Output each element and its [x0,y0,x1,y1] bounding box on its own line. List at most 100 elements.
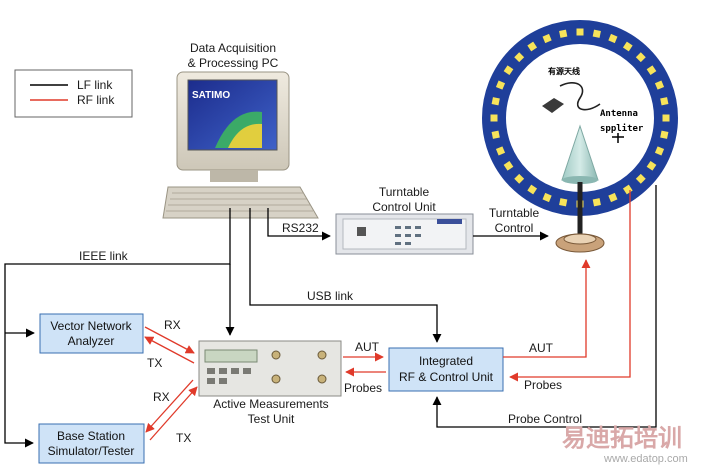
probe-element [491,130,500,139]
rx2-label: RX [153,390,170,404]
screen-graphic-inner [228,123,262,148]
aut-right-label: AUT [529,341,554,355]
turntable-unit-label-line1: Turntable [379,185,430,199]
base-station-label-line2: Simulator/Tester [48,444,135,458]
vna-label-line1: Vector Network [50,319,132,333]
probe-element [654,80,665,90]
test-cone [561,124,599,181]
probe-element [514,52,525,63]
integrated-unit-label-line1: Integrated [419,354,473,368]
rx1-label: RX [164,318,181,332]
vna-label-line2: Analyzer [68,334,115,348]
probes-right-label: Probes [524,378,562,392]
keyboard-keys [166,192,313,212]
probe-squares [490,28,670,208]
probe-element [660,97,669,106]
pc-label-line1: Data Acquisition [190,41,276,55]
probe-element [635,173,646,184]
probes-right-link [509,190,631,382]
integrated-unit-label-line2: RF & Control Unit [399,370,494,384]
active-meas-label-line1: Active Measurements [213,397,328,411]
probe-element [592,198,601,207]
antenna-splitter-label-line1: Antenna [600,109,638,119]
active-meas-display [204,349,258,363]
probe-element [660,130,669,139]
usb-link-path [249,208,442,343]
usb-link-label: USB link [307,289,354,303]
bs-tx-link [149,386,198,441]
probes-left-label: Probes [344,381,382,395]
aut-left-label: AUT [355,340,380,354]
vna-box [39,313,144,354]
turntable-unit-logo [437,219,462,224]
active-meas-buttons [207,368,251,384]
vna-rx-link [144,336,195,364]
watermark-url: www.edatop.com [603,453,688,465]
bs-rx-link [145,379,194,433]
probe-element [646,160,657,171]
probe-element [646,65,657,76]
turntable-control-unit: Turntable Control Unit [335,185,474,255]
base-station-box [38,423,145,464]
probe-element [542,33,552,44]
active-antenna-label: 有源天线 [548,66,580,76]
legend: LF link RF link [14,69,133,118]
probe-element [635,52,646,63]
watermark-cn: 易迪拓培训 [562,424,682,452]
screen-logo: SATIMO [192,90,230,101]
pc-label-line2: & Processing PC [188,56,279,70]
probe-control-label: Probe Control [508,412,582,426]
computer-illustration: SATIMO [162,71,319,219]
base-station-label-line1: Base Station [57,429,125,443]
link-labels: RS232 Turntable Control IEEE link USB li… [79,206,582,445]
turntable-unit-leds [395,226,421,245]
tx2-label: TX [176,431,191,445]
probe-element [495,146,506,156]
probe-element [527,184,538,195]
probe-element [592,29,601,38]
probe-element [491,97,500,106]
rs232-label: RS232 [282,221,319,235]
antenna-splitter-label-line2: sppliter [600,123,644,134]
integrated-rf-control-unit: Integrated RF & Control Unit [388,347,504,392]
antenna-cable [559,82,601,111]
ieee-link-path [4,208,231,448]
probe-element [559,198,568,207]
ieee-link-label: IEEE link [79,249,129,263]
monitor-stand [210,170,258,182]
turntable-control-label-line2: Control [495,221,534,235]
probe-element [608,33,618,44]
base-station-simulator: Base Station Simulator/Tester [38,423,145,464]
active-measurements-test-unit: Active Measurements Test Unit [198,340,342,426]
active-meas-label-line2: Test Unit [248,412,295,426]
probe-element [608,192,618,203]
active-antenna-icon [542,98,564,113]
turntable-unit-label-line2: Control Unit [372,200,436,214]
probe-element [576,28,584,36]
probe-element [662,114,670,122]
vector-network-analyzer: Vector Network Analyzer [39,313,144,354]
probe-element [542,192,552,203]
tx1-label: TX [147,356,162,370]
legend-lf-label: LF link [77,78,113,92]
turntable-top [563,233,597,245]
probe-element [622,41,633,52]
probe-control-link [432,185,657,428]
cone-base [562,176,598,184]
rf-links [144,190,631,441]
probe-element [503,65,514,76]
pc-label: Data Acquisition & Processing PC [188,41,279,70]
rs232-link-path [267,208,331,241]
keyboard [162,186,319,219]
aut-right-link [503,259,591,358]
probe-element [495,80,506,90]
probe-element [503,160,514,171]
legend-frame [14,69,133,118]
lf-links [4,185,657,448]
watermark: 易迪拓培训 www.edatop.com [562,424,688,465]
active-meas-connectors [271,350,327,384]
probe-element [490,114,498,122]
turntable-control-label-line1: Turntable [489,206,540,220]
vna-tx-link [144,326,195,354]
